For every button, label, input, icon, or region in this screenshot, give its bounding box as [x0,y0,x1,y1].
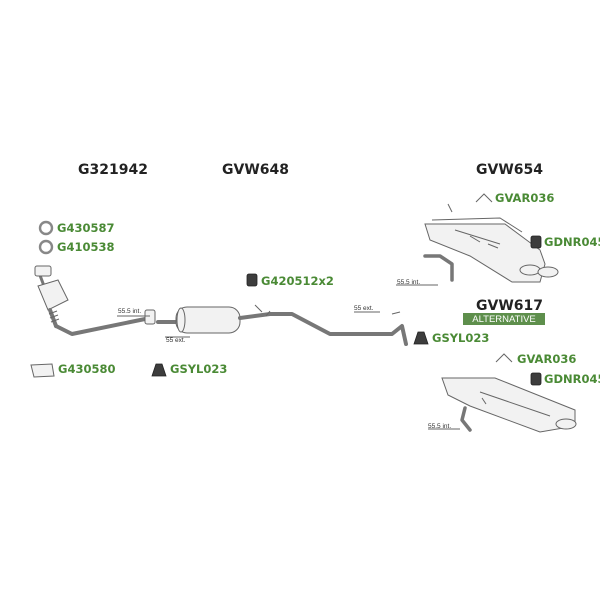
part-hanger-1[interactable]: GVAR036 [475,191,554,205]
hanger-icon [495,353,513,363]
alternative-badge-label: ALTERNATIVE [472,314,536,325]
part-code-label: GVAR036 [517,352,576,366]
rear-silencer-gvw654[interactable] [423,203,559,283]
part-gasket-1[interactable]: G430587 [38,220,114,236]
part-rubber-2[interactable]: GDNR045 [530,372,600,386]
part-code-label: GSYL023 [432,331,489,345]
part-rubber-1[interactable]: GDNR045 [530,235,600,249]
dimension-label: 55 ext. [166,337,186,344]
dimension-label: 55.5 int. [397,279,420,286]
catalytic-converter[interactable] [34,265,156,336]
rubber-mount-icon [530,372,542,386]
dimension-label: 55 ext. [354,305,374,312]
part-code-label: G420512x2 [261,274,334,288]
rear-silencer-gvw617[interactable] [441,377,577,433]
rubber-mount-icon [530,235,542,249]
flange-gasket-icon [30,363,55,378]
hanger-icon [475,193,493,203]
group-title-rear: GVW654 [476,162,543,178]
part-code-label: GDNR045 [544,235,600,249]
dimension-label: 55.5 int. [118,308,141,315]
middle-silencer[interactable] [156,304,408,346]
part-flange-gasket[interactable]: G430580 [30,362,115,378]
dimension-label: 55.5 int. [428,423,451,430]
ring-gasket-icon [38,220,54,236]
part-clamp-2[interactable]: GSYL023 [413,331,489,345]
part-code-label: GDNR045 [544,372,600,386]
clamp-icon [413,331,429,345]
part-mount-pair[interactable]: G420512x2 [246,273,334,288]
part-code-label: GVAR036 [495,191,554,205]
part-code-label: G430587 [57,221,114,235]
part-code-label: G410538 [57,240,114,254]
alternative-badge [463,313,545,325]
rubber-mount-icon [246,273,258,287]
part-code-label: G430580 [58,362,115,376]
ring-gasket-icon [38,239,54,255]
part-code-label: GSYL023 [170,362,227,376]
clamp-icon [151,363,167,377]
group-title-catalyst: G321942 [78,162,148,178]
part-gasket-2[interactable]: G410538 [38,239,114,255]
part-clamp-1[interactable]: GSYL023 [151,362,227,377]
group-title-middle: GVW648 [222,162,289,178]
group-title-rear-alt: GVW617 [476,298,543,314]
part-hanger-2[interactable]: GVAR036 [495,352,576,366]
